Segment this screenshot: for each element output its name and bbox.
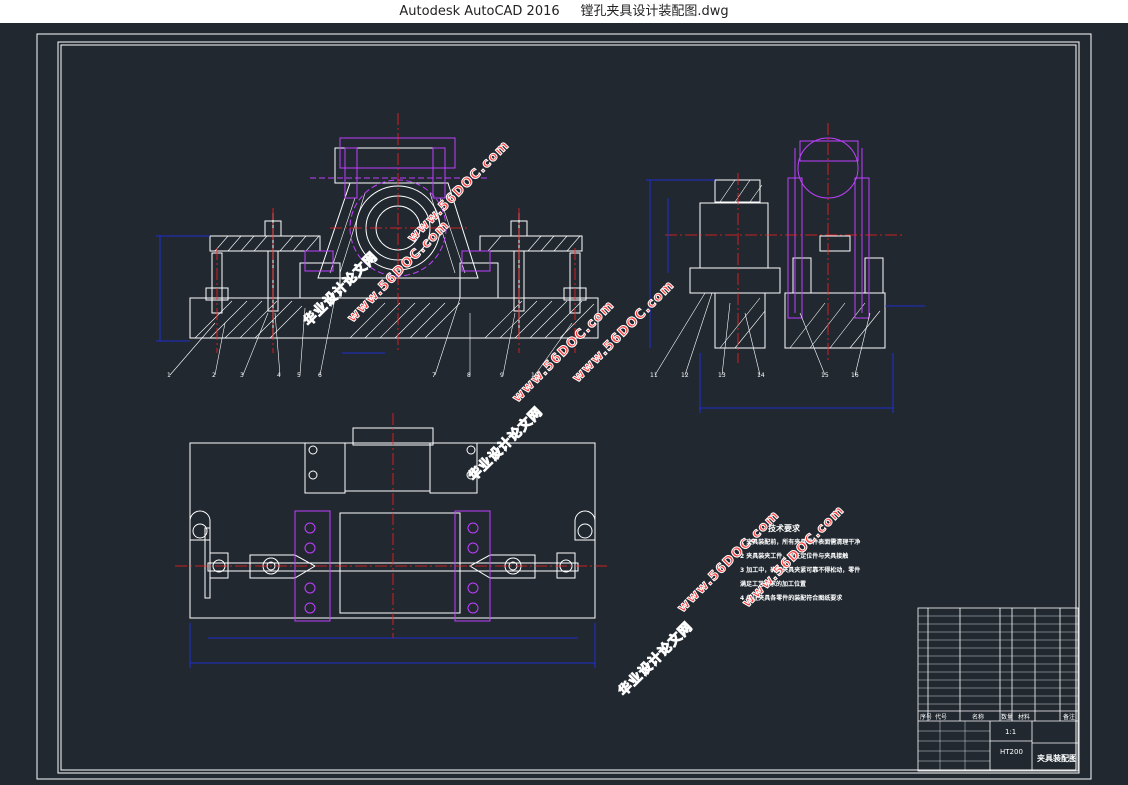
balloon-4: 4 [277,372,281,379]
side-view-hidden-parts [787,137,870,319]
tb-scale: 1:1 [1005,728,1017,736]
top-view-dimensions [189,623,596,668]
front-view-centerlines [216,113,576,353]
tb-code: HT200 [1000,748,1023,756]
window-title-bar: Autodesk AutoCAD 2016 镗孔夹具设计装配图.dwg [0,0,1128,23]
balloon-7: 7 [432,372,436,379]
tech-req-line-1: 1 夹具装配前，所有夹具零件表面需清理干净 [740,539,861,546]
side-view [689,179,886,349]
tb-col-index: 序号 [920,714,933,721]
balloon-10: 10 [531,372,539,379]
front-view-hidden-parts [304,137,491,277]
top-view-centerlines [175,413,610,638]
balloon-14: 14 [757,372,765,379]
balloon-1: 1 [167,372,171,379]
side-view-dimensions [646,179,925,413]
drawing-canvas[interactable]: 1 2 3 4 5 6 7 8 9 10 11 12 13 14 15 16 技… [0,23,1128,785]
balloon-11: 11 [650,372,658,379]
balloon-16: 16 [851,372,859,379]
front-view-dimensions [156,235,385,354]
balloon-12: 12 [681,372,689,379]
outer-frame [36,33,1092,780]
tech-req-title: 技术要求 [768,524,800,533]
cad-drawing[interactable] [0,23,1128,785]
front-view [189,147,599,339]
tech-req-line-2: 2 夹具装夹工件，保证定位件与夹具接触 [740,553,849,560]
top-view [189,427,596,619]
tb-col-material: 材料 [1018,714,1031,721]
tech-req-line-4: 满足工艺要求的加工位置 [740,581,807,588]
balloon-13: 13 [718,372,726,379]
front-view-leaders [169,297,573,376]
balloon-5: 5 [297,372,301,379]
balloon-6: 6 [318,372,322,379]
tb-col-qty: 数量 [1001,714,1014,721]
tech-req-line-3: 3 加工中，确保夹具夹紧可靠不得松动，零件 [740,567,861,574]
balloon-9: 9 [500,372,504,379]
tb-col-remark: 备注 [1063,714,1076,721]
side-view-leaders [654,292,871,376]
side-view-centerlines [665,123,905,363]
balloon-15: 15 [821,372,829,379]
tb-col-name: 名称 [972,714,985,721]
file-name: 镗孔夹具设计装配图.dwg [580,4,729,19]
app-title: Autodesk AutoCAD 2016 [399,4,560,19]
tb-col-code: 代号 [935,714,948,721]
tb-drawing-name: 夹具装配图 [1037,754,1077,763]
tech-req-line-5: 4 保证夹具各零件的装配符合图纸要求 [740,595,843,602]
title-block [917,607,1079,772]
balloon-8: 8 [467,372,471,379]
balloon-2: 2 [212,372,216,379]
balloon-3: 3 [240,372,244,379]
